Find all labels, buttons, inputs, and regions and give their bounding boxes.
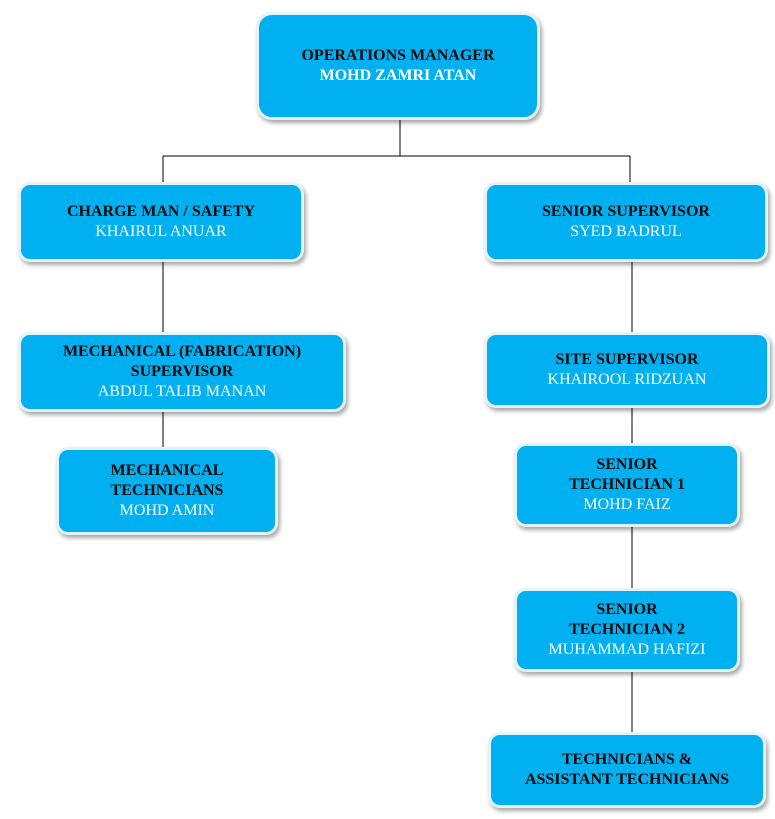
node-title: OPERATIONS MANAGER — [301, 47, 495, 64]
node-person-name: MOHD ZAMRI ATAN — [319, 67, 477, 84]
node-person-name: MOHD FAIZ — [583, 496, 671, 513]
node-technicians-assistant-technicians: TECHNICIANS & ASSISTANT TECHNICIANS — [488, 732, 766, 808]
node-senior-technician-2: SENIOR TECHNICIAN 2 MUHAMMAD HAFIZI — [514, 588, 740, 672]
node-title: SITE SUPERVISOR — [555, 351, 699, 368]
node-title: CHARGE MAN / SAFETY — [66, 203, 255, 220]
node-person-name: ABDUL TALIB MANAN — [97, 383, 267, 400]
node-person-name: MUHAMMAD HAFIZI — [548, 641, 706, 658]
node-title-line-1: MECHANICAL (FABRICATION) — [62, 343, 302, 360]
node-title-line-1: SENIOR — [596, 601, 658, 618]
node-title-line-2: TECHNICIAN 1 — [568, 476, 685, 493]
node-site-supervisor: SITE SUPERVISOR KHAIROOL RIDZUAN — [484, 332, 770, 408]
node-title: SENIOR SUPERVISOR — [542, 203, 710, 220]
node-title-line-2: TECHNICIANS — [110, 482, 224, 499]
node-senior-supervisor: SENIOR SUPERVISOR SYED BADRUL — [484, 182, 768, 262]
node-mechanical-technicians: MECHANICAL TECHNICIANS MOHD AMIN — [56, 447, 278, 535]
node-charge-man-safety: CHARGE MAN / SAFETY KHAIRUL ANUAR — [18, 182, 304, 262]
node-title-line-2: TECHNICIAN 2 — [568, 621, 685, 638]
node-person-name: KHAIROOL RIDZUAN — [547, 371, 707, 388]
node-title-line-2: ASSISTANT TECHNICIANS — [524, 771, 730, 788]
node-title-line-1: SENIOR — [596, 456, 658, 473]
node-mechanical-fabrication-supervisor: MECHANICAL (FABRICATION) SUPERVISOR ABDU… — [18, 332, 346, 412]
node-operations-manager: OPERATIONS MANAGER MOHD ZAMRI ATAN — [256, 12, 540, 120]
node-senior-technician-1: SENIOR TECHNICIAN 1 MOHD FAIZ — [514, 443, 740, 527]
node-title-line-1: MECHANICAL — [110, 462, 224, 479]
node-person-name: KHAIRUL ANUAR — [95, 223, 227, 240]
node-person-name: MOHD AMIN — [119, 502, 215, 519]
node-person-name: SYED BADRUL — [570, 223, 682, 240]
node-title-line-2: SUPERVISOR — [130, 363, 234, 380]
node-title-line-1: TECHNICIANS & — [561, 751, 693, 768]
